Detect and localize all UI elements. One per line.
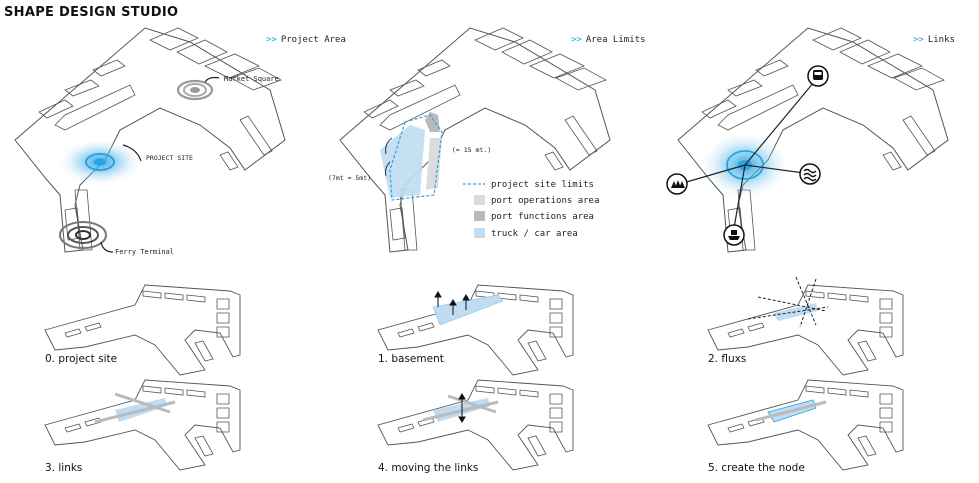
step-5-diagram: [707, 379, 904, 471]
ferry-terminal-label: Ferry Terminal: [115, 248, 174, 256]
area-limits-panel: (≈ 15 mt.) (7mt ≈ 5mt): [328, 27, 611, 253]
ferry-pointer: [100, 241, 114, 253]
site-plan-outline: [14, 27, 286, 253]
area-limits-title: >>Area Limits: [571, 35, 646, 45]
dimension-label-1: (≈ 15 mt.): [452, 146, 491, 154]
step-2-diagram: [707, 276, 904, 376]
legend-swatch-truck: [474, 228, 485, 238]
trees-icon: [666, 173, 688, 195]
ferry-terminal-rings: [59, 221, 107, 249]
project-site-label: PROJECT SITE: [146, 154, 193, 162]
site-pointer: [122, 144, 142, 162]
links-title: >>Links: [913, 35, 955, 45]
legend-label: project site limits: [491, 180, 594, 190]
links-panel: [666, 27, 949, 253]
step-caption-1: 1. basement: [378, 353, 444, 365]
step-caption-4: 4. moving the links: [378, 462, 479, 474]
step-1-diagram: [377, 284, 574, 376]
project-area-panel: Market Square PROJECT SITE Ferry Termina…: [14, 27, 286, 256]
bus-icon: [807, 65, 829, 87]
legend-swatch-operations: [474, 195, 485, 205]
legend-label: port functions area: [491, 212, 594, 222]
step-3-diagram: [44, 379, 241, 471]
market-square-label: Market Square: [224, 75, 279, 83]
step-4-diagram: [377, 379, 574, 471]
step-caption-5: 5. create the node: [708, 462, 805, 474]
ferry-icon: [723, 224, 745, 246]
legend-label: port operations area: [491, 196, 599, 206]
legend-swatch-functions: [474, 211, 485, 221]
water-icon: [799, 163, 821, 185]
project-area-title: >>Project Area: [266, 35, 346, 45]
step-caption-3: 3. links: [45, 462, 83, 474]
area-limits-legend: project site limits port operations area…: [463, 180, 599, 239]
studio-title: SHAPE DESIGN STUDIO: [4, 5, 179, 20]
legend-label: truck / car area: [491, 229, 578, 239]
market-pointer: [204, 76, 220, 83]
step-caption-0: 0. project site: [45, 353, 118, 365]
project-site-rings: [60, 140, 140, 184]
step-caption-2: 2. fluxs: [708, 353, 747, 365]
dimension-label-2: (7mt ≈ 5mt): [328, 174, 371, 182]
market-square-rings: [176, 79, 214, 101]
